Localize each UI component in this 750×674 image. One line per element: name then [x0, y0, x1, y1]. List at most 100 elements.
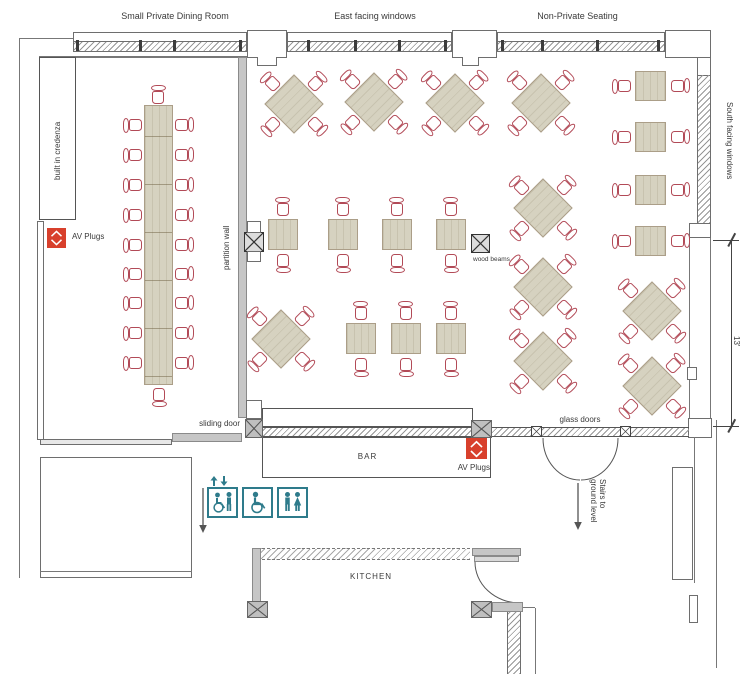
room-bottom-left-innerline — [40, 571, 192, 572]
wall-right-notch — [687, 367, 697, 380]
wall-kitchen-top — [252, 548, 470, 560]
structural-column — [471, 420, 492, 438]
chair-icon — [123, 265, 143, 283]
wall-glass-2 — [631, 427, 689, 437]
window-mullion — [75, 40, 79, 51]
window-mullion — [444, 40, 448, 51]
wall-south-bottom-block — [689, 223, 711, 238]
chair-icon — [174, 265, 194, 283]
chair-icon — [612, 128, 632, 146]
label-non-private-seating: Non-Private Seating — [537, 11, 618, 21]
chair-icon — [274, 197, 292, 217]
window-mullion — [354, 40, 357, 51]
chair-icon — [174, 146, 194, 164]
chair-icon — [174, 206, 194, 224]
chair-icon — [150, 85, 168, 105]
av-plug-icon — [466, 438, 487, 459]
structural-column — [247, 601, 268, 618]
stairs-label-line2: ground level — [589, 479, 598, 523]
diamond-table-4-seats — [616, 276, 688, 346]
table-2-seats-horizontal — [612, 68, 690, 104]
wood-beam-column — [471, 234, 490, 253]
sliding-door — [172, 433, 242, 442]
chair-icon — [123, 294, 143, 312]
diamond-table-4-seats — [507, 252, 579, 322]
chair-icon — [174, 324, 194, 342]
wall-corner-topright — [665, 30, 711, 58]
window-mullion — [657, 40, 661, 51]
table-top — [328, 219, 358, 250]
window-mullion — [397, 40, 401, 51]
window-glazing — [288, 41, 451, 51]
long-banquet-table — [144, 105, 173, 385]
table-2-seats-vertical — [388, 301, 424, 377]
chair-icon — [334, 253, 352, 273]
table-2-seats-vertical — [433, 197, 469, 273]
diamond-table-4-seats — [258, 69, 330, 139]
chair-icon — [123, 236, 143, 254]
table-top — [436, 219, 466, 250]
wall-private-left-lower — [37, 221, 44, 440]
structural-column — [471, 601, 492, 618]
wall-kitchen-inner-h — [521, 607, 535, 608]
chair-icon — [442, 253, 460, 273]
chair-icon — [388, 197, 406, 217]
table-top — [382, 219, 412, 250]
label-glass-doors: glass doors — [559, 415, 601, 424]
chair-icon — [397, 301, 415, 321]
window-glazing — [74, 41, 246, 51]
chair-icon — [123, 354, 143, 372]
wall-bar-back — [263, 427, 472, 437]
label-south-facing-windows: South facing windows — [725, 102, 734, 180]
label-partition-wall: partition wall — [222, 225, 231, 270]
window-mullion — [138, 40, 142, 51]
diamond-table-4-seats — [338, 67, 410, 137]
kitchen-door-swing — [474, 561, 520, 604]
wall-right-jog — [689, 595, 698, 623]
chair-icon — [388, 253, 406, 273]
table-2-seats-vertical — [343, 301, 379, 377]
window-mullion — [238, 40, 242, 51]
diamond-table-4-seats — [616, 351, 688, 421]
wall-cap — [246, 400, 262, 419]
label-dimension-13ft: 13' — [732, 336, 741, 347]
wall-right-mid — [710, 238, 711, 421]
chair-icon — [123, 146, 143, 164]
stairs-down-arrow-icon — [574, 483, 582, 530]
wall-right-outer-lower — [716, 420, 717, 668]
label-small-private-dining-room: Small Private Dining Room — [121, 11, 229, 21]
wood-beam-column — [244, 232, 264, 252]
table-2-seats-vertical — [325, 197, 361, 273]
table-top — [635, 226, 666, 256]
window-mullion — [596, 40, 600, 51]
label-bar: BAR — [357, 452, 378, 461]
wall-kitchen-left — [252, 548, 261, 602]
window-bay — [497, 32, 665, 52]
glass-doors-glazing — [542, 427, 620, 437]
chair-icon — [352, 301, 370, 321]
wall-pillar-1 — [247, 30, 287, 58]
dimension-ext-bottom — [713, 426, 739, 427]
restroom-icon — [277, 487, 308, 518]
table-top — [635, 122, 666, 152]
table-2-seats-horizontal — [612, 172, 690, 208]
wall-private-bottom — [40, 439, 172, 445]
room-bottom-left — [40, 457, 192, 578]
table-top — [268, 219, 298, 250]
label-wood-beams: wood beams — [473, 256, 510, 263]
av-plug-icon — [47, 228, 66, 248]
chair-icon — [274, 253, 292, 273]
table-top — [635, 71, 666, 101]
label-kitchen: KITCHEN — [349, 572, 393, 581]
wall-pillar-2-notch — [462, 57, 479, 66]
diamond-table-4-seats — [507, 173, 579, 243]
wall-right-corner-glass — [688, 418, 712, 438]
table-top — [635, 175, 666, 205]
diamond-table-4-seats — [507, 326, 579, 396]
label-built-in-credenza: built in credenza — [53, 121, 62, 180]
bar-counter-lower — [262, 437, 491, 478]
chair-icon — [123, 206, 143, 224]
chair-icon — [670, 181, 690, 199]
chair-icon — [442, 301, 460, 321]
